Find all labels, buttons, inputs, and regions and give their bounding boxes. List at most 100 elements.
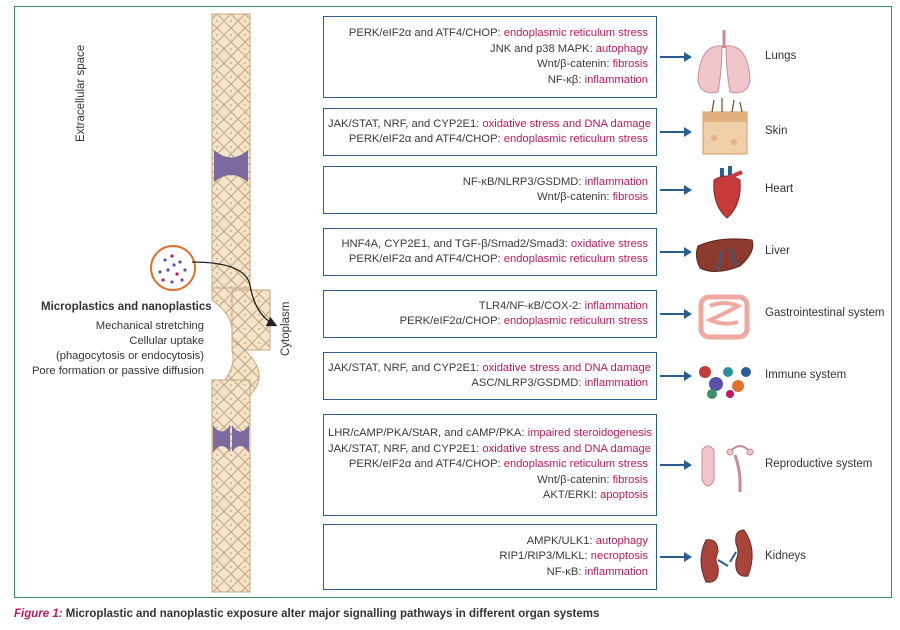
reproductive-organs-icon <box>701 445 754 492</box>
pathway-line: Wnt/β-catenin: fibrosis <box>328 190 648 206</box>
pathway-name: TLR4/NF-κB/COX-2: <box>478 299 585 312</box>
pathway-line: JAK/STAT, NRF, and CYP2E1: oxidative str… <box>328 117 651 133</box>
pathway-line: RIP1/RIP3/MLKL: necroptosis <box>328 549 648 565</box>
pathway-name: JNK and p38 MAPK: <box>490 42 596 55</box>
lungs-icon <box>697 30 751 94</box>
microplastics-title: Microplastics and nanoplastics <box>41 301 212 313</box>
effect-uptake-mechanism: (phagocytosis or endocytosis) <box>56 350 204 362</box>
pathway-box-liver: HNF4A, CYP2E1, and TGF-β/Smad2/Smad3: ox… <box>323 228 657 276</box>
pathway-effect: inflammation <box>584 73 648 86</box>
pathway-name: HNF4A, CYP2E1, and TGF-β/Smad2/Smad3: <box>341 237 571 250</box>
channel-protein <box>214 150 248 182</box>
skin-icon <box>702 98 748 155</box>
pathway-effect: inflammation <box>584 175 648 188</box>
microplastics-effects: Mechanical stretching Cellular uptake (p… <box>20 319 204 379</box>
pathway-name: PERK/eIF2α and ATF4/CHOP: <box>348 27 504 39</box>
pathway-name: PERK/eIF2α/CHOP: <box>399 315 504 327</box>
pathway-effect: oxidative stress and DNA damage <box>482 117 651 130</box>
pathway-line: PERK/eIF2α and ATF4/CHOP: endoplasmic re… <box>328 132 648 148</box>
organ-arrow <box>660 460 692 470</box>
organ-label-heart: Heart <box>765 183 794 195</box>
pathway-effect: oxidative stress and DNA damage <box>482 442 651 455</box>
pathway-effect: oxidative stress <box>570 237 648 250</box>
organ-arrow <box>660 127 692 137</box>
organ-label-intestine: Gastrointestinal system <box>765 307 885 319</box>
pathway-line: TLR4/NF-κB/COX-2: inflammation <box>328 299 648 315</box>
pathway-line: NF-κB: inflammation <box>328 565 648 581</box>
pathway-line: HNF4A, CYP2E1, and TGF-β/Smad2/Smad3: ox… <box>328 237 648 253</box>
effect-mechanical-stretching: Mechanical stretching <box>95 320 204 332</box>
organ-label-skin: Skin <box>765 125 788 137</box>
diagram-artwork <box>150 13 754 593</box>
pathway-name: NF-κβ: <box>547 73 585 86</box>
pathway-name: JAK/STAT, NRF, and CYP2E1: <box>328 117 483 130</box>
figure-label: Figure 1: <box>14 608 63 620</box>
pathway-box-skin: JAK/STAT, NRF, and CYP2E1: oxidative str… <box>323 108 657 156</box>
pathway-name: JAK/STAT, NRF, and CYP2E1: <box>328 442 483 455</box>
pathway-effect: inflammation <box>584 377 648 389</box>
pathway-name: LHR/cAMP/PKA/StAR, and cAMP/PKA: <box>328 427 528 440</box>
pathway-name: ASC/NLRP3/GSDMD: <box>471 377 585 389</box>
pathway-line: PERK/eIF2α and ATF4/CHOP: endoplasmic re… <box>328 26 648 42</box>
pathway-line: NF-κB/NLRP3/GSDMD: inflammation <box>328 175 648 191</box>
pathway-line: AKT/ERKI: apoptosis <box>328 488 648 504</box>
pathway-name: AMPK/ULK1: <box>526 534 596 547</box>
intestine-icon <box>698 294 750 340</box>
pathway-effect: fibrosis <box>612 58 648 70</box>
pathway-line: PERK/eIF2α/CHOP: endoplasmic reticulum s… <box>328 314 648 330</box>
caption-text: Microplastic and nanoplastic exposure al… <box>62 608 600 620</box>
pathway-effect: necroptosis <box>590 550 648 563</box>
pathway-box-immune-cells: JAK/STAT, NRF, and CYP2E1: oxidative str… <box>323 352 657 400</box>
figure-frame <box>14 6 892 598</box>
pathway-line: Wnt/β-catenin: fibrosis <box>328 473 648 489</box>
channel-protein <box>232 425 249 452</box>
pathway-line: ASC/NLRP3/GSDMD: inflammation <box>328 376 648 392</box>
organ-arrow <box>660 247 692 257</box>
pathway-effect: inflammation <box>584 299 648 312</box>
pathway-name: NF-κB/NLRP3/GSDMD: <box>462 175 585 188</box>
figure-caption: Figure 1: Microplastic and nanoplastic e… <box>14 608 599 620</box>
heart-icon <box>713 166 743 219</box>
channel-protein <box>213 425 230 452</box>
pathway-name: PERK/eIF2α and ATF4/CHOP: <box>348 133 504 145</box>
effect-pore-formation: Pore formation or passive diffusion <box>31 365 204 377</box>
organ-arrow <box>660 552 692 562</box>
pathway-effect: endoplasmic reticulum stress <box>503 458 648 471</box>
organ-arrow <box>660 185 692 195</box>
pathway-line: Wnt/β-catenin: fibrosis <box>328 57 648 73</box>
organ-label-liver: Liver <box>765 245 790 257</box>
pathway-name: AKT/ERKI: <box>542 489 601 502</box>
pathway-name: PERK/eIF2α and ATF4/CHOP: <box>348 458 504 471</box>
organ-arrow <box>660 52 692 62</box>
pathway-name: PERK/eIF2α and ATF4/CHOP: <box>348 253 504 265</box>
pathway-effect: fibrosis <box>612 473 648 486</box>
pathway-name: Wnt/β-catenin: <box>537 191 613 203</box>
organ-label-reproductive-organs: Reproductive system <box>765 458 873 470</box>
pathway-line: PERK/eIF2α and ATF4/CHOP: endoplasmic re… <box>328 252 648 268</box>
pathway-effect: autophagy <box>595 42 648 55</box>
pathway-line: NF-κβ: inflammation <box>328 73 648 89</box>
pathway-line: AMPK/ULK1: autophagy <box>328 534 648 550</box>
liver-icon <box>695 238 754 272</box>
organ-label-lungs: Lungs <box>765 50 797 62</box>
pathway-effect: autophagy <box>595 534 648 547</box>
pathway-name: JAK/STAT, NRF, and CYP2E1: <box>328 361 483 374</box>
organ-label-immune-cells: Immune system <box>765 369 847 381</box>
cell-membrane <box>210 13 271 593</box>
pathway-effect: fibrosis <box>612 191 648 203</box>
pathway-box-lungs: PERK/eIF2α and ATF4/CHOP: endoplasmic re… <box>323 16 657 98</box>
cytoplasm-label: Cytoplasm <box>280 301 292 356</box>
microplastic-particle-icon <box>150 245 196 291</box>
pathway-line: JAK/STAT, NRF, and CYP2E1: oxidative str… <box>328 361 651 377</box>
pathway-effect: impaired steroidogenesis <box>527 427 652 440</box>
pathway-line: LHR/cAMP/PKA/StAR, and cAMP/PKA: impaire… <box>328 426 652 442</box>
immune-cells-icon <box>699 366 751 399</box>
pathway-name: Wnt/β-catenin: <box>537 473 613 486</box>
pathway-name: Wnt/β-catenin: <box>537 58 613 70</box>
pathway-effect: endoplasmic reticulum stress <box>503 315 648 327</box>
pathway-effect: endoplasmic reticulum stress <box>503 27 648 39</box>
effect-cellular-uptake: Cellular uptake <box>129 335 204 347</box>
organ-label-kidneys: Kidneys <box>765 550 806 562</box>
